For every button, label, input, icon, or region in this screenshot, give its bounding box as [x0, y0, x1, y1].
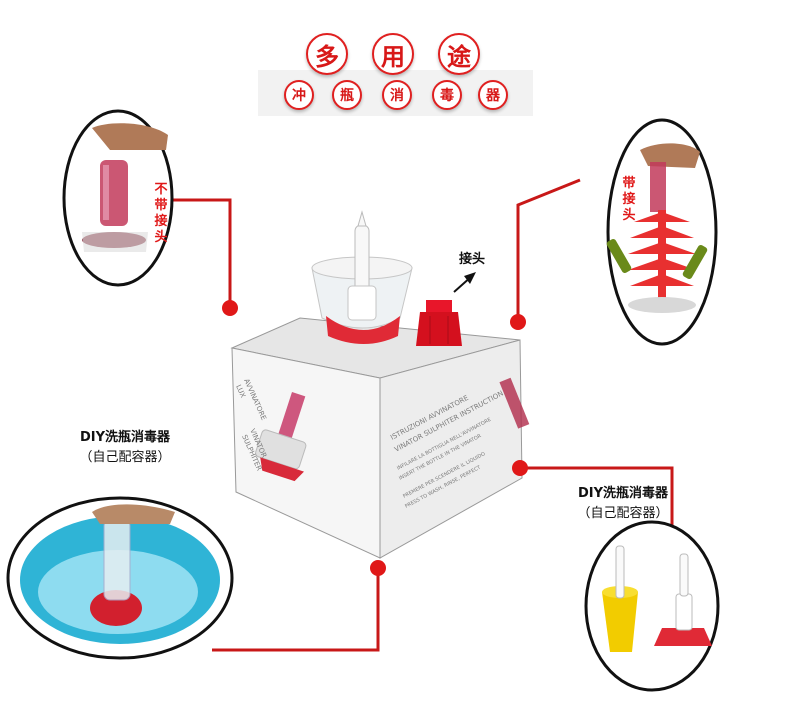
callout-lines: [170, 178, 674, 652]
title-char-3: 途: [438, 33, 480, 75]
vinator-without-connector-photo: [62, 109, 174, 287]
title-char-2: 用: [372, 33, 414, 75]
subtitle-char-4: 毒: [432, 80, 462, 110]
callout-dot-right: [510, 314, 526, 330]
label-connector: 接头: [458, 252, 485, 267]
vinator-on-box: [311, 210, 413, 344]
callout-dot-right-bottom: [512, 460, 528, 476]
connector-cap: [416, 272, 476, 346]
label-diy-left-line2: （自己配容器）: [79, 450, 171, 465]
title-char-1: 多: [306, 33, 348, 75]
callout-dot-bottom: [370, 560, 386, 576]
product-box: AVVINATORE LUX VINATOR SULPHITER ISTRUZI…: [230, 317, 530, 559]
subtitle-char-1: 冲: [284, 80, 314, 110]
subtitle-char-3: 消: [382, 80, 412, 110]
basin-diy-photo: [6, 496, 234, 660]
label-diy-right-line2: （自己配容器）: [577, 506, 669, 521]
label-with-connector: 带接头: [622, 176, 636, 223]
label-without-connector: 不带接头: [154, 182, 168, 245]
yellow-cup-diy-photo: [584, 520, 720, 692]
label-diy-left-line1: DIY洗瓶消毒器: [79, 430, 171, 445]
callout-dot-left: [222, 300, 238, 316]
vinator-with-connector-photo: [606, 118, 718, 346]
subtitle-char-5: 器: [478, 80, 508, 110]
subtitle-char-2: 瓶: [332, 80, 362, 110]
label-diy-right-line1: DIY洗瓶消毒器: [577, 486, 669, 501]
